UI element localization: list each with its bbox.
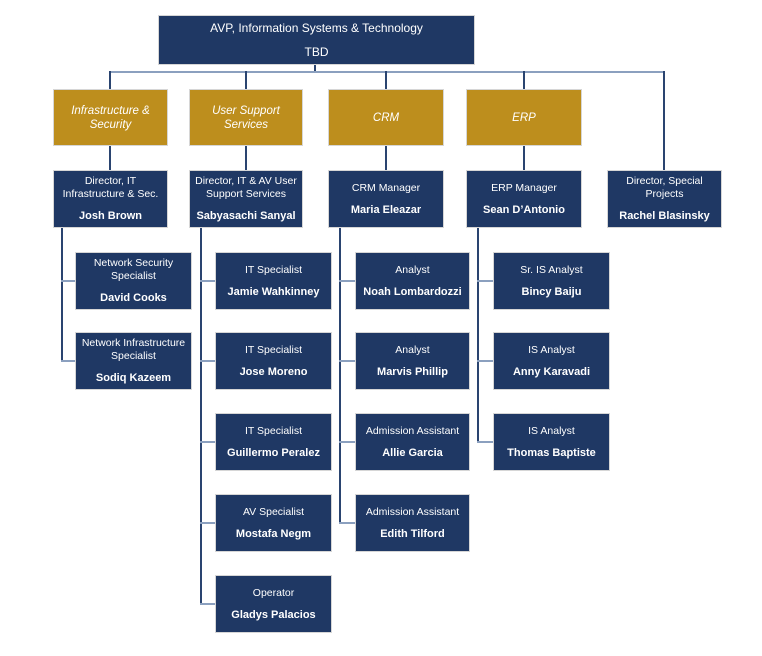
node-title: IS Analyst <box>528 424 575 437</box>
node-name: Maria Eleazar <box>350 203 422 216</box>
org-node-report[interactable]: Analyst Noah Lombardozzi <box>355 252 470 310</box>
node-name: Allie Garcia <box>382 446 443 459</box>
org-node-report[interactable]: IS Analyst Thomas Baptiste <box>493 413 610 471</box>
node-name: Edith Tilford <box>380 527 445 540</box>
org-node-report[interactable]: Admission Assistant Allie Garcia <box>355 413 470 471</box>
connector-stub <box>200 603 215 605</box>
org-group-erp[interactable]: ERP <box>466 89 582 146</box>
connector-stub <box>61 280 75 282</box>
node-title: IS Analyst <box>528 343 575 356</box>
node-name: Sabyasachi Sanyal <box>196 210 296 222</box>
node-name: Jamie Wahkinney <box>227 285 320 298</box>
org-node-report[interactable]: Analyst Marvis Phillip <box>355 332 470 390</box>
org-node-director-infrastructure[interactable]: Director, IT Infrastructure & Sec. Josh … <box>53 170 168 228</box>
connector-user-support-director <box>245 146 247 170</box>
connector-drop-erp <box>523 71 525 89</box>
node-title: IT Specialist <box>245 343 302 356</box>
connector-drop-infrastructure <box>109 71 111 89</box>
node-name: Guillermo Peralez <box>227 446 320 459</box>
node-name: Mostafa Negm <box>235 527 312 540</box>
node-name: Josh Brown <box>79 210 142 222</box>
org-node-report[interactable]: Sr. IS Analyst Bincy Baiju <box>493 252 610 310</box>
org-node-report[interactable]: Operator Gladys Palacios <box>215 575 332 633</box>
org-node-report[interactable]: Admission Assistant Edith Tilford <box>355 494 470 552</box>
connector-stub <box>477 280 493 282</box>
connector-user-support-children <box>200 228 202 605</box>
node-title: Network Security Specialist <box>93 257 174 282</box>
org-node-avp[interactable]: AVP, Information Systems & Technology TB… <box>158 15 475 65</box>
org-group-infrastructure-security[interactable]: Infrastructure & Security <box>53 89 168 146</box>
connector-stub <box>477 441 493 443</box>
connector-stub <box>339 522 355 524</box>
group-label: Infrastructure & Security <box>71 104 150 131</box>
node-name: Bincy Baiju <box>521 285 582 298</box>
connector-infrastructure-director <box>109 146 111 170</box>
node-name: TBD <box>304 45 329 59</box>
org-group-user-support-services[interactable]: User Support Services <box>189 89 303 146</box>
node-title: Admission Assistant <box>365 505 460 518</box>
connector-erp-children <box>477 228 479 443</box>
node-title: Admission Assistant <box>365 424 460 437</box>
org-node-report[interactable]: IS Analyst Anny Karavadi <box>493 332 610 390</box>
node-name: Sodiq Kazeem <box>95 372 172 384</box>
org-node-report[interactable]: AV Specialist Mostafa Negm <box>215 494 332 552</box>
connector-crm-manager <box>385 146 387 170</box>
node-title: Analyst <box>395 263 430 276</box>
connector-drop-user-support <box>245 71 247 89</box>
group-label: ERP <box>512 111 536 124</box>
connector-stub <box>339 441 355 443</box>
node-name: Marvis Phillip <box>377 365 448 378</box>
node-title: Analyst <box>395 343 430 356</box>
node-title: Director, IT & AV User Support Services <box>195 175 297 200</box>
connector-infrastructure-children <box>61 228 63 362</box>
org-node-erp-manager[interactable]: ERP Manager Sean D’Antonio <box>466 170 582 228</box>
org-node-report[interactable]: Network Security Specialist David Cooks <box>75 252 192 310</box>
connector-stub <box>200 360 215 362</box>
org-node-report[interactable]: IT Specialist Guillermo Peralez <box>215 413 332 471</box>
node-title: AV Specialist <box>242 505 305 518</box>
node-name: Sean D’Antonio <box>483 203 565 216</box>
connector-drop-special-projects <box>663 71 665 170</box>
org-node-director-special-projects[interactable]: Director, Special Projects Rachel Blasin… <box>607 170 722 228</box>
connector-erp-manager <box>523 146 525 170</box>
node-name: Noah Lombardozzi <box>363 285 462 298</box>
node-name: Gladys Palacios <box>231 608 316 621</box>
node-title: Director, IT Infrastructure & Sec. <box>62 175 159 200</box>
node-title: Operator <box>252 586 295 599</box>
node-title: IT Specialist <box>245 263 302 276</box>
node-name: Thomas Baptiste <box>507 446 596 459</box>
node-name: Anny Karavadi <box>512 365 591 378</box>
connector-drop-crm <box>385 71 387 89</box>
connector-stub <box>200 280 215 282</box>
node-title: Network Infrastructure Specialist <box>81 337 186 362</box>
connector-stub <box>61 360 75 362</box>
connector-crm-children <box>339 228 341 524</box>
node-title: AVP, Information Systems & Technology <box>210 21 423 35</box>
node-title: IT Specialist <box>245 424 302 437</box>
org-node-report[interactable]: IT Specialist Jose Moreno <box>215 332 332 390</box>
connector-stub <box>200 522 215 524</box>
node-title: Sr. IS Analyst <box>520 263 583 276</box>
node-name: Jose Moreno <box>239 365 308 378</box>
group-label: User Support Services <box>212 104 280 131</box>
connector-main-horizontal <box>109 71 665 73</box>
connector-root-drop <box>314 65 316 72</box>
connector-stub <box>339 360 355 362</box>
org-node-report[interactable]: IT Specialist Jamie Wahkinney <box>215 252 332 310</box>
org-node-report[interactable]: Network Infrastructure Specialist Sodiq … <box>75 332 192 390</box>
org-group-crm[interactable]: CRM <box>328 89 444 146</box>
connector-stub <box>477 360 493 362</box>
node-title: CRM Manager <box>351 181 421 194</box>
org-node-director-user-support[interactable]: Director, IT & AV User Support Services … <box>189 170 303 228</box>
node-name: Rachel Blasinsky <box>619 210 710 222</box>
node-title: ERP Manager <box>491 181 557 194</box>
node-title: Director, Special Projects <box>626 175 703 200</box>
node-name: David Cooks <box>100 292 167 304</box>
connector-stub <box>200 441 215 443</box>
connector-stub <box>339 280 355 282</box>
group-label: CRM <box>372 111 400 124</box>
org-node-crm-manager[interactable]: CRM Manager Maria Eleazar <box>328 170 444 228</box>
